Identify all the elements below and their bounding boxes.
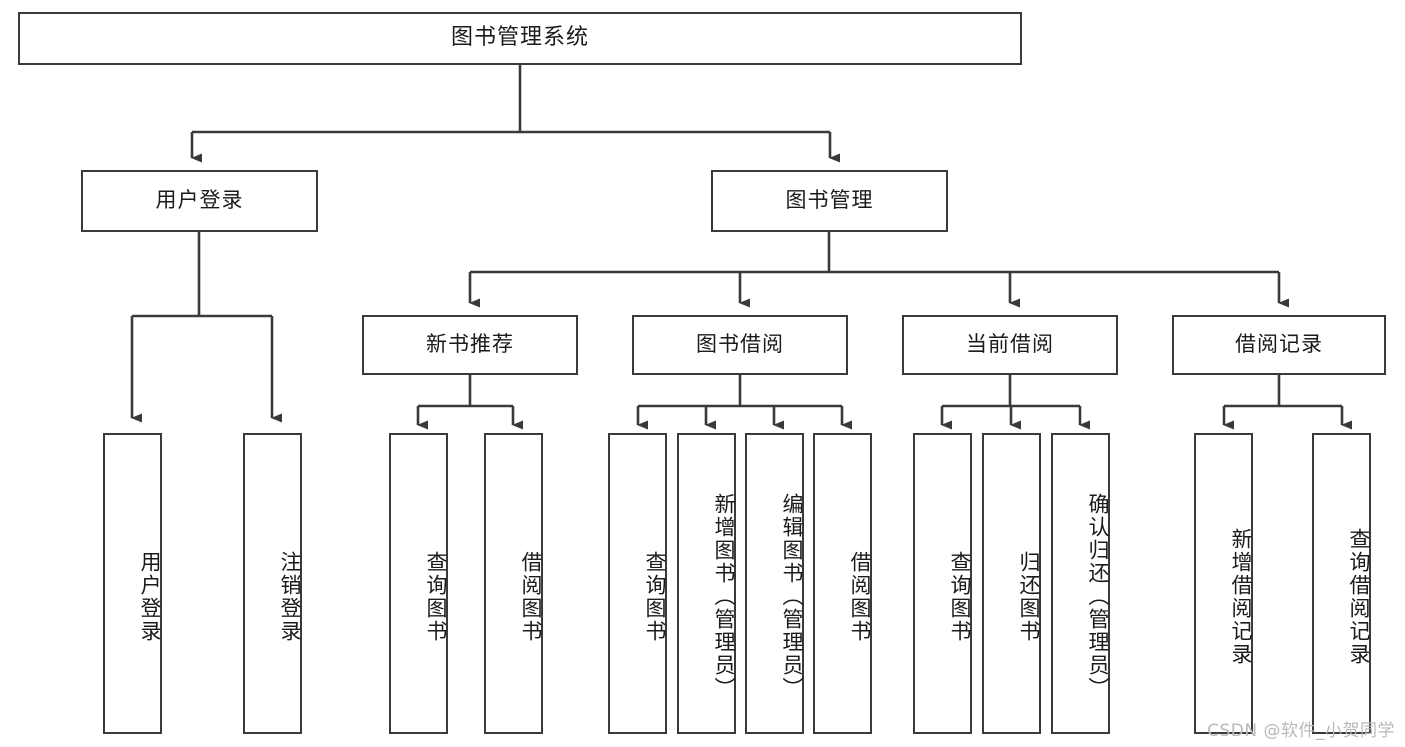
node-borrow-record-label: 借阅记录	[1235, 332, 1323, 357]
node-leaf-user-login[interactable]: 用户登录	[103, 433, 162, 734]
node-leaf-borrow-query-book-label: 查询图书	[643, 550, 667, 643]
node-new-book-recommend-label: 新书推荐	[426, 332, 514, 357]
node-leaf-edit-book-admin[interactable]: 编辑图书（管理员）	[745, 433, 804, 734]
node-leaf-add-borrow-record[interactable]: 新增借阅记录	[1194, 433, 1253, 734]
node-leaf-add-book-admin-label: 新增图书（管理员）	[712, 493, 736, 700]
node-leaf-confirm-return-admin-label: 确认归还（管理员）	[1086, 493, 1110, 700]
node-leaf-user-login-label: 用户登录	[138, 550, 162, 643]
node-user-login-label: 用户登录	[155, 188, 244, 213]
node-user-login[interactable]: 用户登录	[81, 170, 318, 232]
node-root-label: 图书管理系统	[450, 25, 589, 51]
node-leaf-query-borrow-record[interactable]: 查询借阅记录	[1312, 433, 1371, 734]
node-leaf-recommend-borrow-book[interactable]: 借阅图书	[484, 433, 543, 734]
node-book-manage[interactable]: 图书管理	[711, 170, 948, 232]
node-leaf-confirm-return-admin[interactable]: 确认归还（管理员）	[1051, 433, 1110, 734]
node-leaf-current-query-book[interactable]: 查询图书	[913, 433, 972, 734]
node-book-manage-label: 图书管理	[785, 188, 874, 213]
node-leaf-return-book-label: 归还图书	[1017, 550, 1041, 643]
node-book-borrow-label: 图书借阅	[696, 332, 784, 357]
node-leaf-current-query-book-label: 查询图书	[948, 550, 972, 643]
node-leaf-borrow-query-book[interactable]: 查询图书	[608, 433, 667, 734]
node-leaf-logout[interactable]: 注销登录	[243, 433, 302, 734]
node-leaf-recommend-query-book[interactable]: 查询图书	[389, 433, 448, 734]
node-new-book-recommend[interactable]: 新书推荐	[362, 315, 578, 375]
node-leaf-edit-book-admin-label: 编辑图书（管理员）	[780, 493, 804, 700]
node-leaf-borrow-book-label: 借阅图书	[848, 550, 872, 643]
node-leaf-recommend-query-book-label: 查询图书	[424, 550, 448, 643]
node-leaf-logout-label: 注销登录	[278, 550, 302, 643]
node-leaf-add-borrow-record-label: 新增借阅记录	[1229, 527, 1253, 666]
node-book-borrow[interactable]: 图书借阅	[632, 315, 848, 375]
node-leaf-recommend-borrow-book-label: 借阅图书	[519, 550, 543, 643]
node-leaf-query-borrow-record-label: 查询借阅记录	[1347, 527, 1371, 666]
node-root[interactable]: 图书管理系统	[18, 12, 1022, 65]
node-leaf-add-book-admin[interactable]: 新增图书（管理员）	[677, 433, 736, 734]
node-leaf-borrow-book[interactable]: 借阅图书	[813, 433, 872, 734]
node-borrow-record[interactable]: 借阅记录	[1172, 315, 1386, 375]
node-leaf-return-book[interactable]: 归还图书	[982, 433, 1041, 734]
csdn-watermark: CSDN @软件_小贺同学	[1207, 721, 1395, 741]
node-current-borrow-label: 当前借阅	[966, 332, 1054, 357]
node-current-borrow[interactable]: 当前借阅	[902, 315, 1118, 375]
